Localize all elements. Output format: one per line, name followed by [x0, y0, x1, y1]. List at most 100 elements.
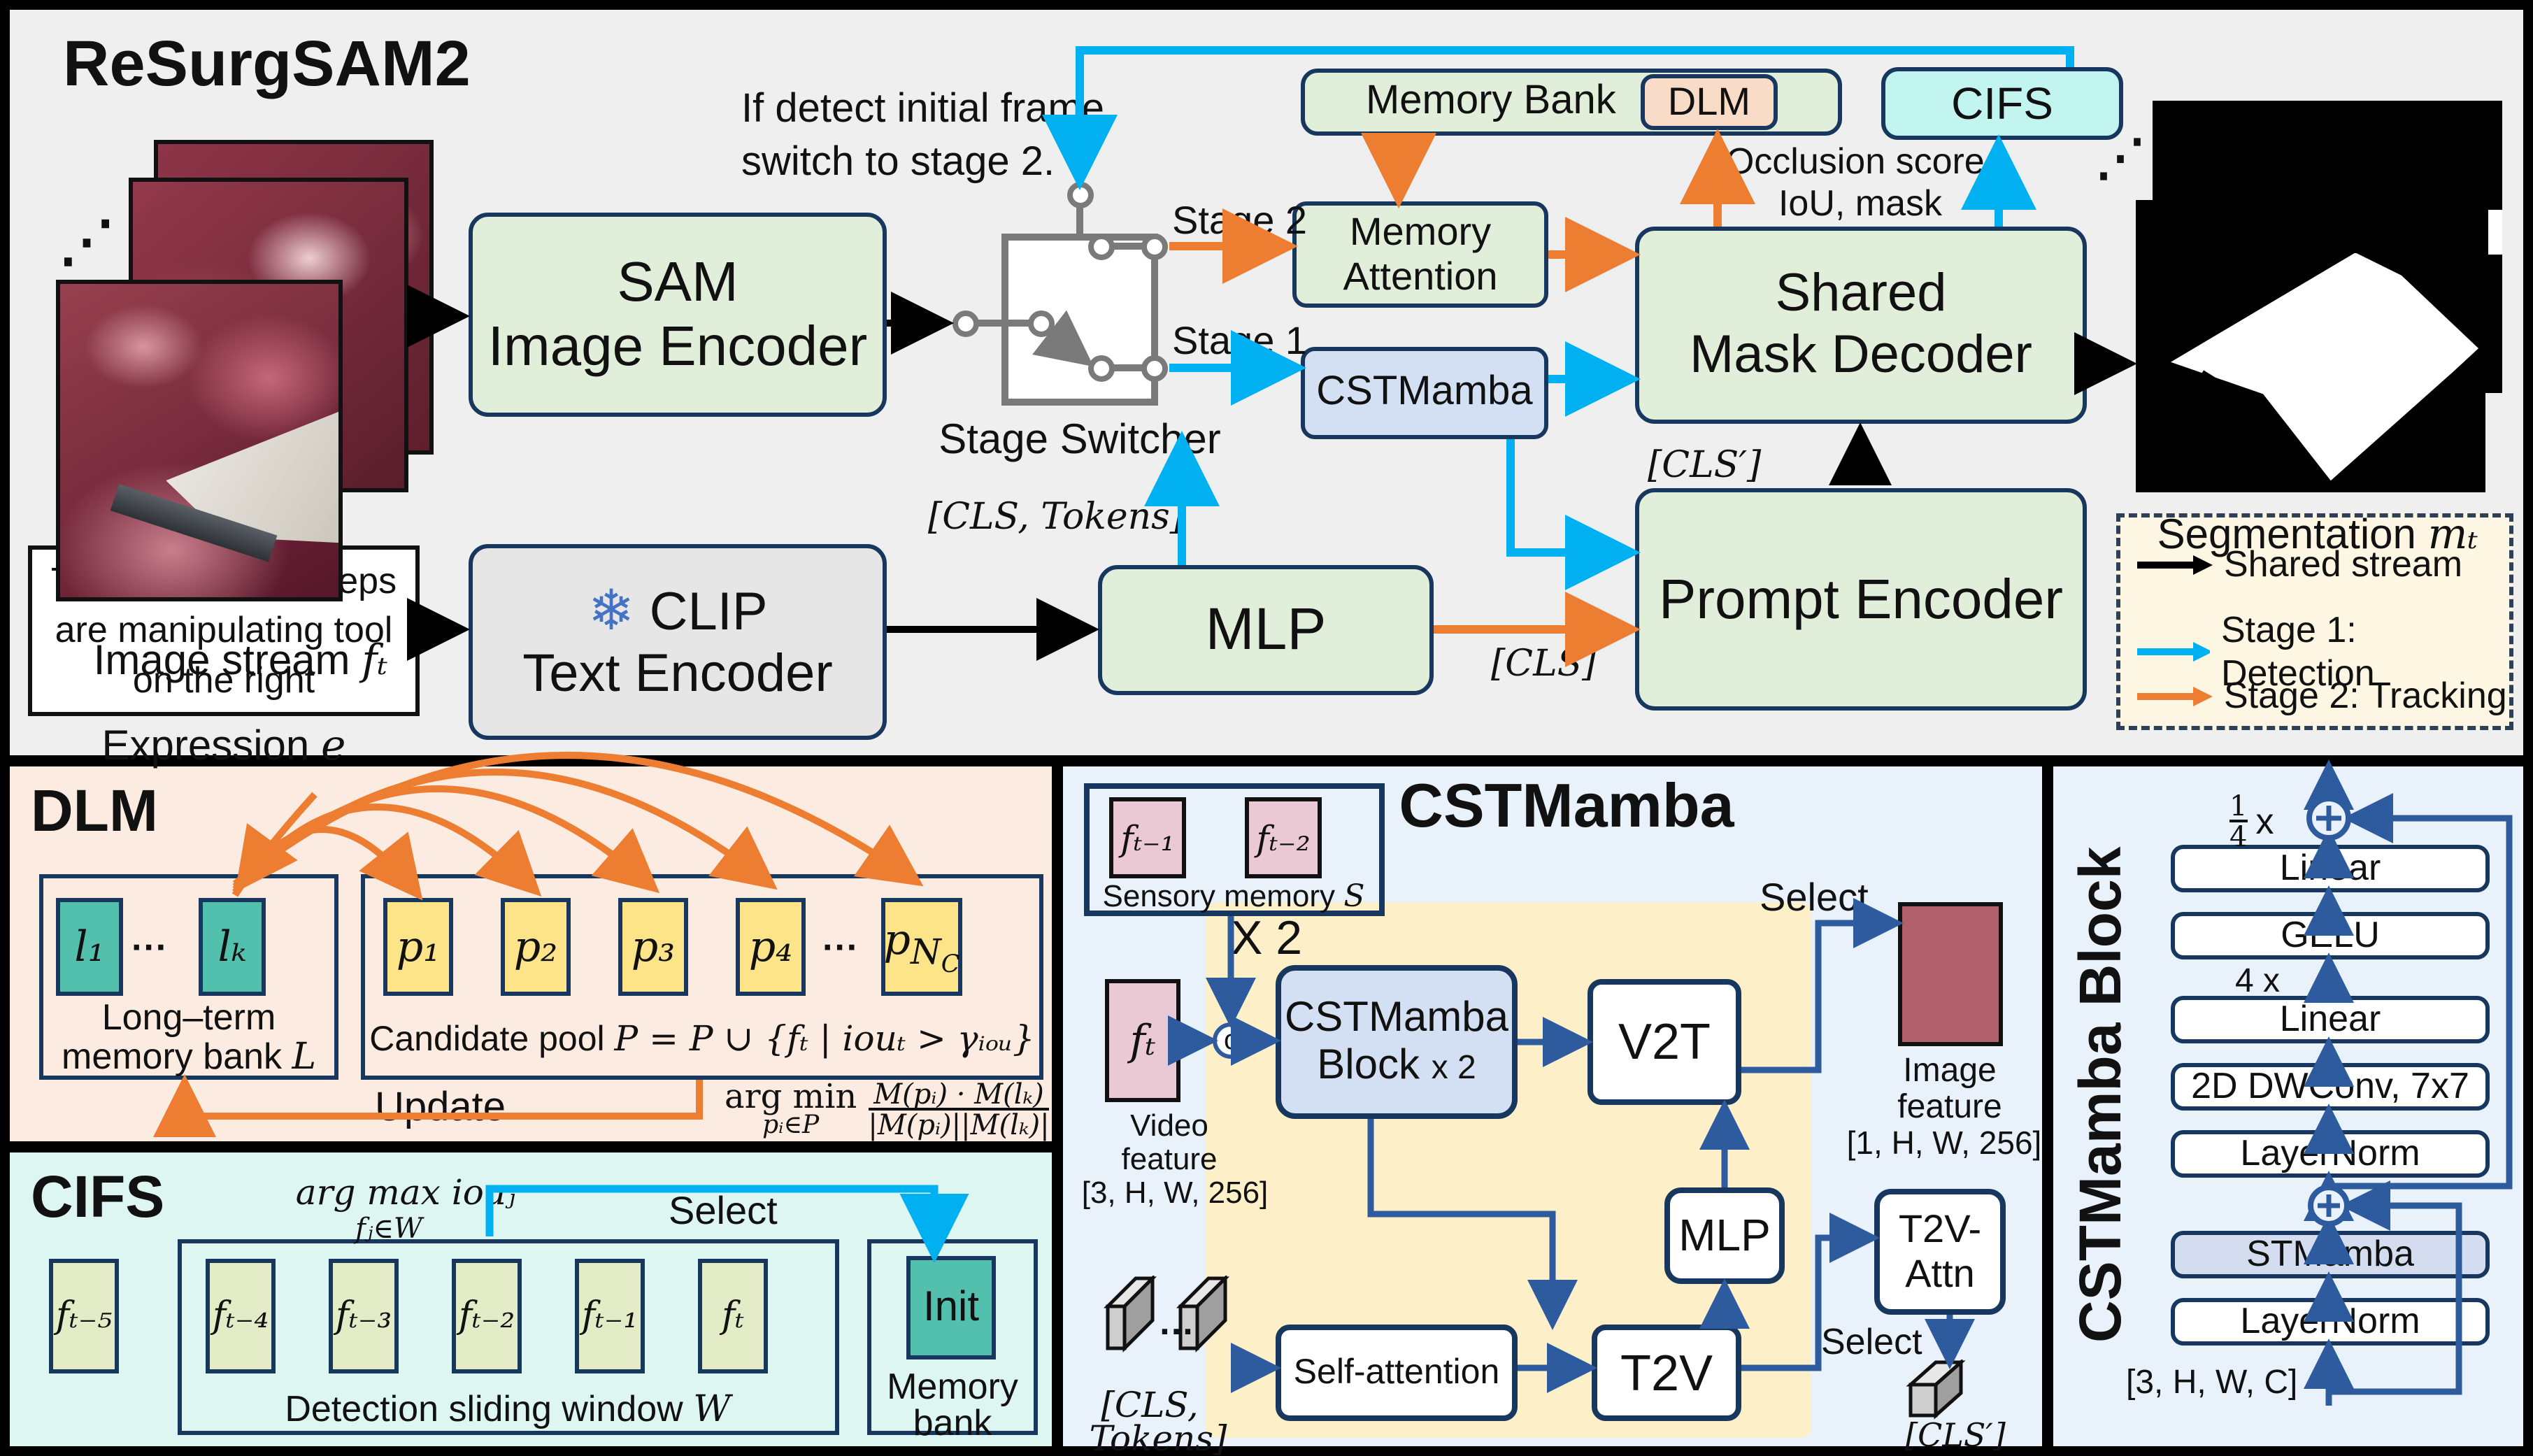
- smd-line2: Mask Decoder: [1690, 325, 2032, 384]
- video-feature-caption1: Video: [1130, 1108, 1208, 1143]
- cifs-select-label: Select: [669, 1189, 778, 1232]
- x2-label: X 2: [1231, 912, 1303, 965]
- cls-tokens-bars-icon: [1103, 1276, 1230, 1353]
- legend-item-stage2: Stage 2: Tracking: [2137, 674, 2507, 718]
- video-feature-caption3: [3, H, W, 256]: [1081, 1175, 1269, 1210]
- argmax-under: fⱼ∈W: [355, 1211, 423, 1245]
- surgical-frame-front: [56, 280, 343, 601]
- concat-node: c: [1213, 1022, 1249, 1059]
- t2v-box: T2V: [1592, 1325, 1741, 1421]
- switch-terminal-left: [952, 311, 979, 337]
- pool-cell-pnc: pNC: [881, 898, 962, 996]
- segmentation-caption: Segmentation mₜ: [2157, 511, 2478, 559]
- cifs-cell-ft1: fₜ₋₁: [575, 1259, 645, 1373]
- occlusion-label-line2: IoU, mask: [1778, 182, 1943, 224]
- memory-cell-lk: lₖ: [199, 898, 266, 996]
- cstmamba-panel-title: CSTMamba: [1399, 772, 1734, 841]
- token-bars-dots: …: [1158, 1301, 1194, 1343]
- cstmamba-top-label: CSTMamba: [1316, 369, 1533, 415]
- cifs-cell-ft4: fₜ₋₄: [206, 1259, 276, 1373]
- mlp-top-box: MLP: [1098, 565, 1434, 695]
- sam-line1: SAM: [617, 252, 739, 313]
- cifs-memory-caption1: Memory: [887, 1365, 1018, 1407]
- mask-tool-shape: [2171, 252, 2478, 481]
- image-feature-caption1: Image: [1903, 1052, 1997, 1090]
- long-term-dots: ···: [131, 926, 168, 968]
- e-symbol: e: [320, 722, 346, 771]
- switch-terminal-top: [1067, 182, 1094, 208]
- cifs-cell-ft2: fₜ₋₂: [452, 1259, 522, 1373]
- cifs-memory-caption2: bank: [913, 1401, 992, 1443]
- ellipsis-masks: ⋰: [2095, 129, 2146, 186]
- block-row-stmamba: STMamba: [2171, 1231, 2490, 1278]
- mlp-top-label: MLP: [1205, 596, 1327, 662]
- sensory-memory-box: [1084, 783, 1385, 916]
- block-row-layernorm2: LayerNorm: [2171, 1298, 2490, 1346]
- block-row-layernorm1: LayerNorm: [2171, 1130, 2490, 1178]
- pool-cell-p2: p₂: [501, 898, 571, 996]
- block-x2-line1: CSTMamba: [1284, 994, 1509, 1040]
- select-cls-label: Select: [1821, 1320, 1922, 1362]
- cstmamba-block-x2-box: CSTMamba Block x 2: [1276, 965, 1518, 1119]
- clip-line2: Text Encoder: [522, 644, 833, 703]
- memory-attention-line1: Memory: [1349, 209, 1492, 253]
- dlm-chip: DLM: [1641, 73, 1777, 131]
- sliding-window-caption: Detection sliding window W: [285, 1387, 731, 1431]
- expression-caption: Expression e: [101, 722, 346, 771]
- memory-bank-label: Memory Bank: [1365, 78, 1616, 124]
- switch-contact-stage2-b: [1141, 234, 1168, 260]
- cifs-box: CIFS: [1881, 67, 2123, 140]
- cls-prime-caption: [CLS′]: [1905, 1418, 2006, 1455]
- switch-contact-stage1-b: [1141, 355, 1168, 382]
- stage1-arrow-icon: [2137, 642, 2210, 662]
- mask-frame-front: [2136, 200, 2485, 492]
- self-attention-box: Self-attention: [1276, 1325, 1518, 1421]
- memory-attention-box: Memory Attention: [1292, 201, 1548, 308]
- ellipsis-image-stream: ⋰: [59, 211, 115, 273]
- pool-cell-p1: p₁: [383, 898, 453, 996]
- legend-item-shared: Shared stream: [2137, 543, 2462, 586]
- candidate-pool-caption: Candidate pool P = P ∪ {fₜ | iouₜ > γᵢₒᵤ…: [369, 1018, 1035, 1059]
- mask-fork-line2: [2205, 400, 2248, 415]
- block-row-gelu: GELU: [2171, 912, 2490, 959]
- cls-prime-label-top: [CLS′]: [1648, 445, 1762, 487]
- memory-cell-l1: l₁: [56, 898, 123, 996]
- video-feature-caption2: feature: [1121, 1141, 1218, 1176]
- long-term-caption2: memory bank L: [62, 1035, 316, 1078]
- stage1-label: Stage 1: [1172, 319, 1308, 362]
- cifs-cell-ft: fₜ: [698, 1259, 768, 1373]
- pool-cell-p4: p₄: [736, 898, 806, 996]
- memory-attention-line2: Attention: [1343, 255, 1498, 298]
- expression-line3: on the right: [132, 658, 315, 701]
- pool-cell-p3: p₃: [618, 898, 688, 996]
- token-bar-1: [1103, 1276, 1157, 1353]
- sensory-cell-ft1: fₜ₋₁: [1109, 797, 1186, 878]
- cls-prime-bar-icon: [1906, 1359, 1966, 1420]
- block-row-dwconv: 2D DWConv, 7x7: [2171, 1063, 2490, 1111]
- dlm-panel-title: DLM: [31, 778, 158, 843]
- prompt-encoder-label: Prompt Encoder: [1658, 569, 2064, 630]
- block-row-linear2: Linear: [2171, 996, 2490, 1043]
- stage-switcher-body: [1001, 234, 1158, 406]
- cifs-cell-ft3: fₜ₋₃: [329, 1259, 399, 1373]
- smd-line1: Shared: [1775, 264, 1947, 323]
- occlusion-label-line1: Occlusion score,: [1725, 140, 1995, 182]
- block-input-shape-label: [3, H, W, C]: [2126, 1364, 2298, 1401]
- stage2-label: Stage 2: [1172, 199, 1308, 242]
- update-label: Update: [375, 1085, 506, 1130]
- t2v-attn-box: T2V- Attn: [1874, 1189, 2006, 1315]
- clip-line1: ❄ CLIP: [587, 580, 768, 642]
- block-row-linear1: Linear: [2171, 845, 2490, 892]
- mask-back-white-notch: [2488, 210, 2502, 255]
- block-x2-line2: Block x 2: [1317, 1042, 1476, 1088]
- cls-tokens-caption2: Tokens]: [1089, 1418, 1227, 1456]
- shared-mask-decoder-box: Shared Mask Decoder: [1635, 227, 2087, 424]
- cls-tokens-caption1: [CLS,: [1101, 1385, 1199, 1425]
- switch-note-line1: If detect initial frame,: [741, 87, 1116, 131]
- switch-contact-common: [1028, 311, 1055, 337]
- sensory-memory-caption: Sensory memory S: [1102, 878, 1365, 915]
- ft-symbol: fₜ: [362, 636, 388, 685]
